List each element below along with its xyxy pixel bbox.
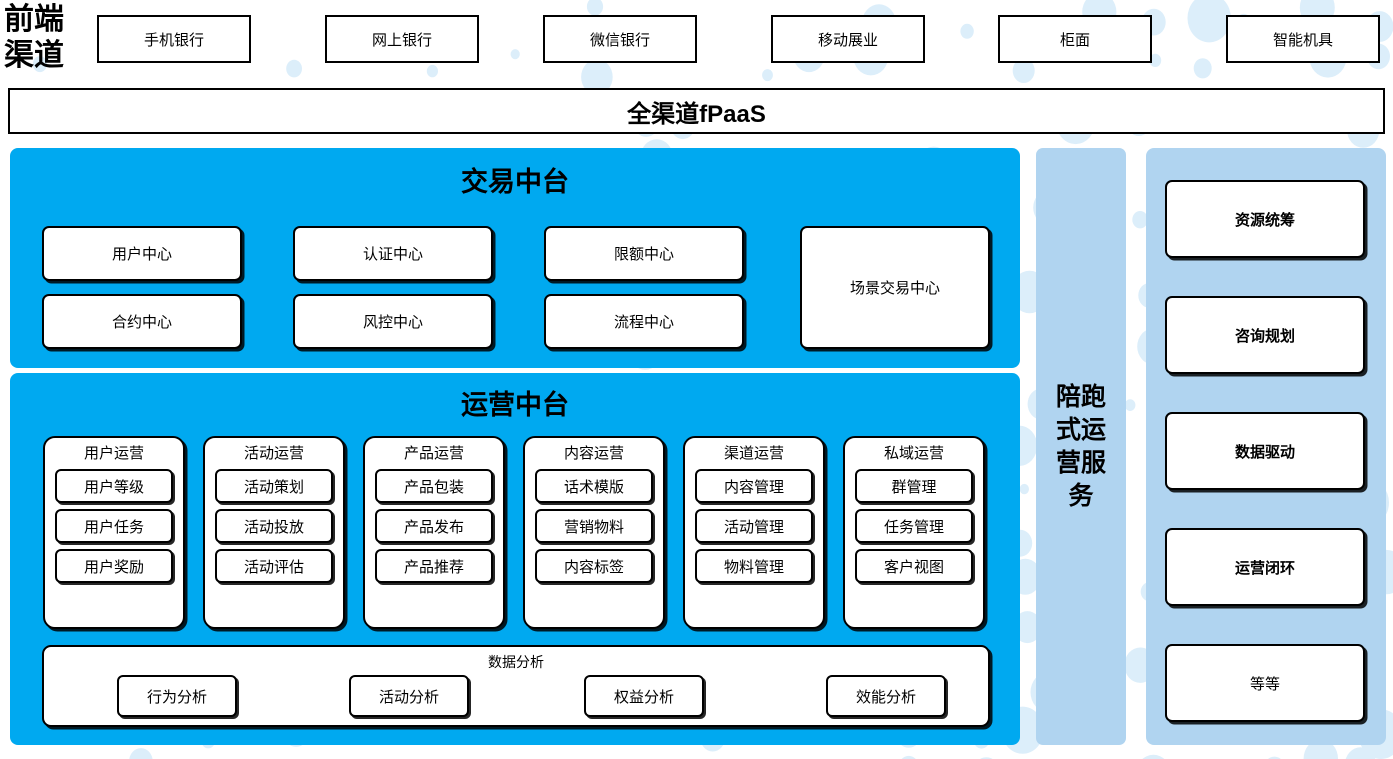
trade-platform-title: 交易中台 [461, 167, 569, 197]
ops-group-title: 用户运营 [83, 445, 144, 462]
ops-item-product-release[interactable]: 产品发布 [375, 509, 493, 543]
ops-item-product-recommendation[interactable]: 产品推荐 [375, 549, 493, 583]
capability-etc[interactable]: 等等 [1165, 644, 1365, 722]
analysis-item-efficiency[interactable]: 效能分析 [826, 675, 946, 717]
ops-item-product-packaging[interactable]: 产品包装 [375, 469, 493, 503]
ops-item-campaign-delivery[interactable]: 活动投放 [215, 509, 333, 543]
ops-platform-title: 运营中台 [461, 390, 569, 420]
trade-cell-auth-center[interactable]: 认证中心 [293, 226, 493, 281]
service-label-line3: 营服 [1055, 448, 1106, 477]
ops-group-product-operations[interactable]: 产品运营 产品包装 产品发布 产品推荐 [363, 436, 505, 629]
data-analysis-title: 数据分析 [488, 654, 544, 670]
operations-middle-platform-panel: 运营中台 用户运营 用户等级 用户任务 用户奖励 活动运营 活动策划 活动投放 … [10, 373, 1020, 745]
data-analysis-section: 数据分析 行为分析 活动分析 权益分析 效能分析 [42, 645, 990, 727]
ops-group-title: 活动运营 [243, 445, 304, 462]
trade-cell-scenario-transaction-center[interactable]: 场景交易中心 [800, 226, 990, 349]
capability-resource-coordination[interactable]: 资源统筹 [1165, 180, 1365, 258]
capability-operation-closed-loop[interactable]: 运营闭环 [1165, 528, 1365, 606]
channel-wechat-bank[interactable]: 微信银行 [543, 15, 697, 63]
trade-middle-platform-panel: 交易中台 用户中心 认证中心 限额中心 合约中心 风控中心 流程中心 场景交易中… [10, 148, 1020, 368]
service-label-line4: 务 [1068, 481, 1094, 510]
trade-cell-contract-center[interactable]: 合约中心 [42, 294, 242, 349]
trade-cell-limit-center[interactable]: 限额中心 [544, 226, 744, 281]
ops-item-content-management[interactable]: 内容管理 [695, 469, 813, 503]
trade-cell-process-center[interactable]: 流程中心 [544, 294, 744, 349]
ops-group-content-operations[interactable]: 内容运营 话术模版 营销物料 内容标签 [523, 436, 665, 629]
trade-cell-risk-center[interactable]: 风控中心 [293, 294, 493, 349]
frontend-channel-label-line2: 渠道 [4, 39, 64, 72]
analysis-item-campaign[interactable]: 活动分析 [349, 675, 469, 717]
capability-panel: 资源统筹 咨询规划 数据驱动 运营闭环 等等 [1146, 148, 1386, 745]
ops-item-group-management[interactable]: 群管理 [855, 469, 973, 503]
frontend-channel-label-line1: 前端 [4, 3, 64, 36]
omnichannel-fpaas-bar[interactable]: 全渠道fPaaS [8, 88, 1385, 134]
ops-group-private-domain-operations[interactable]: 私域运营 群管理 任务管理 客户视图 [843, 436, 985, 629]
channel-online-bank[interactable]: 网上银行 [325, 15, 479, 63]
capability-consulting-planning[interactable]: 咨询规划 [1165, 296, 1365, 374]
ops-item-user-level[interactable]: 用户等级 [55, 469, 173, 503]
ops-item-task-management[interactable]: 任务管理 [855, 509, 973, 543]
channel-counter[interactable]: 柜面 [998, 15, 1152, 63]
ops-group-channel-operations[interactable]: 渠道运营 内容管理 活动管理 物料管理 [683, 436, 825, 629]
ops-group-user-operations[interactable]: 用户运营 用户等级 用户任务 用户奖励 [43, 436, 185, 629]
channel-smart-machine[interactable]: 智能机具 [1226, 15, 1380, 63]
channel-mobile-field[interactable]: 移动展业 [771, 15, 925, 63]
ops-group-title: 产品运营 [403, 445, 464, 462]
ops-item-material-management[interactable]: 物料管理 [695, 549, 813, 583]
ops-group-title: 渠道运营 [723, 445, 784, 462]
service-label-line2: 式运 [1055, 415, 1106, 444]
ops-group-title: 私域运营 [883, 445, 944, 462]
capability-data-driven[interactable]: 数据驱动 [1165, 412, 1365, 490]
ops-item-user-task[interactable]: 用户任务 [55, 509, 173, 543]
ops-group-campaign-operations[interactable]: 活动运营 活动策划 活动投放 活动评估 [203, 436, 345, 629]
ops-item-content-tag[interactable]: 内容标签 [535, 549, 653, 583]
accompanying-operation-service-label: 陪跑 式运 营服 务 [1048, 381, 1114, 513]
ops-item-marketing-material[interactable]: 营销物料 [535, 509, 653, 543]
ops-item-script-template[interactable]: 话术模版 [535, 469, 653, 503]
trade-cell-user-center[interactable]: 用户中心 [42, 226, 242, 281]
ops-item-customer-view[interactable]: 客户视图 [855, 549, 973, 583]
ops-group-title: 内容运营 [563, 445, 624, 462]
accompanying-operation-service-column: 陪跑 式运 营服 务 [1036, 148, 1126, 745]
ops-item-user-reward[interactable]: 用户奖励 [55, 549, 173, 583]
ops-item-campaign-planning[interactable]: 活动策划 [215, 469, 333, 503]
channel-mobile-bank[interactable]: 手机银行 [97, 15, 251, 63]
frontend-channel-label: 前端 渠道 [4, 2, 92, 76]
analysis-item-benefit[interactable]: 权益分析 [584, 675, 704, 717]
analysis-item-behavior[interactable]: 行为分析 [117, 675, 237, 717]
ops-item-campaign-management[interactable]: 活动管理 [695, 509, 813, 543]
frontend-channel-row: 前端 渠道 手机银行 网上银行 微信银行 移动展业 柜面 智能机具 [0, 0, 1393, 80]
service-label-line1: 陪跑 [1055, 382, 1106, 411]
ops-item-campaign-evaluation[interactable]: 活动评估 [215, 549, 333, 583]
